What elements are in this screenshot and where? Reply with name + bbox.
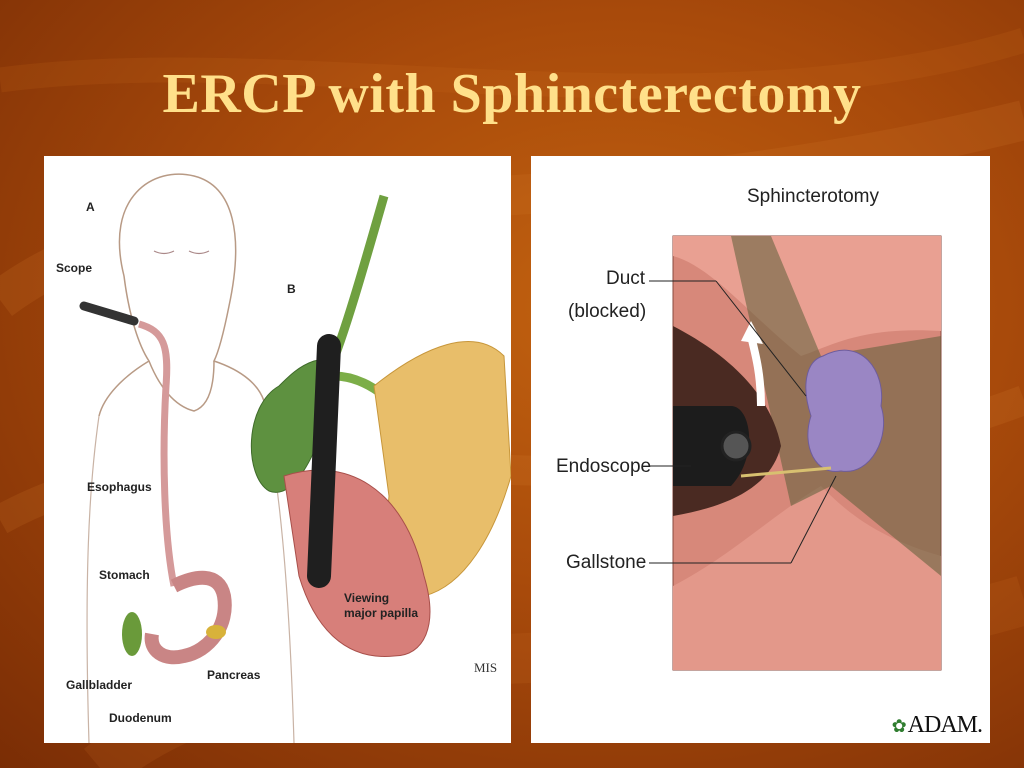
ercp-illustration-panel: A B Scope Esophagus Stomach Gallbladder …: [44, 156, 511, 743]
slide-title: ERCP with Sphincterectomy: [162, 63, 862, 125]
sphincterotomy-illustration: [649, 235, 942, 671]
stomach-label: Stomach: [99, 568, 150, 582]
ercp-illustration: [79, 173, 511, 743]
mis-logo: MIS: [474, 660, 498, 675]
gallbladder-label: Gallbladder: [66, 678, 133, 692]
sphincterotomy-illustration-panel: Sphincterotomy Duct (blocked) Endoscope …: [531, 156, 990, 743]
panel-b-label: B: [287, 282, 296, 296]
scope-label: Scope: [56, 261, 93, 275]
adam-logo: ✿ADAM.: [891, 712, 983, 739]
sphincterotomy-title: Sphincterotomy: [747, 186, 880, 207]
viewing-label: Viewing: [344, 591, 390, 605]
duodenum-label: Duodenum: [109, 711, 172, 725]
leaf-icon: ✿: [891, 716, 907, 736]
adam-logo-text: ADAM.: [907, 712, 983, 738]
duct-label: Duct: [606, 268, 646, 289]
gallstone-label: Gallstone: [566, 552, 647, 573]
panel-a-label: A: [86, 200, 95, 214]
duct-blocked-label: (blocked): [568, 301, 647, 322]
endoscope-label: Endoscope: [556, 456, 652, 477]
major-papilla-label: major papilla: [344, 606, 419, 620]
pancreas-label: Pancreas: [207, 668, 261, 682]
esophagus-label: Esophagus: [87, 480, 152, 494]
